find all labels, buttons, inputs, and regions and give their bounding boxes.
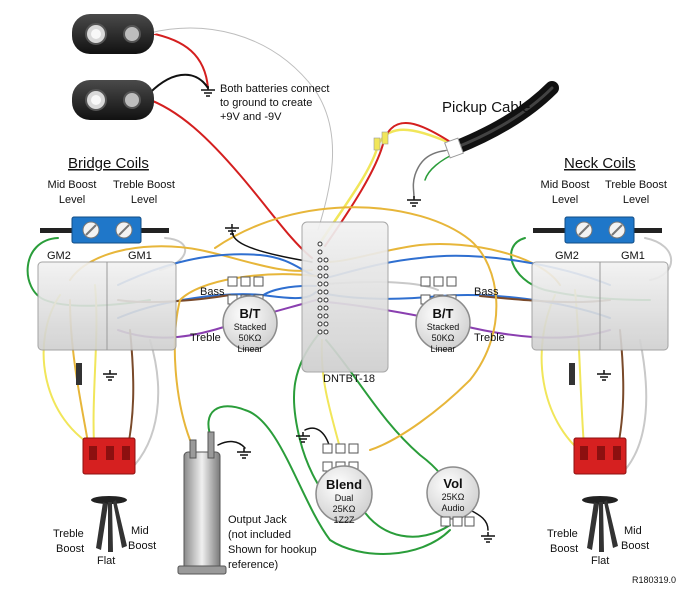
- neck-switch-flat: Flat: [591, 555, 609, 567]
- battery-note-line-1: Both batteries connect: [220, 83, 329, 95]
- blend-pot[interactable]: [315, 443, 373, 523]
- bridge-switch-lever-icon: [91, 496, 127, 552]
- neck-trimmer-block[interactable]: [533, 216, 662, 244]
- bridge-coils-title: Bridge Coils: [68, 155, 149, 172]
- neck-mid-boost-label: Mid Boost: [541, 179, 590, 191]
- neck-switch-mid-boost: Boost: [621, 540, 649, 552]
- battery-note-line-3: +9V and -9V: [220, 111, 282, 123]
- bridge-switch-mid-boost: Boost: [128, 540, 156, 552]
- bridge-trimmer-block[interactable]: [40, 216, 169, 244]
- bridge-coil-housing: [37, 261, 177, 351]
- blend-line-3: 1Z2Z: [333, 515, 355, 525]
- bt-right-bass-label: Bass: [474, 286, 499, 298]
- neck-switch-lever-icon: [582, 496, 618, 552]
- ground-icon: [201, 86, 215, 97]
- bt-right-line-2: 50KΩ: [432, 333, 455, 343]
- bridge-switch-treble: Treble: [53, 528, 84, 540]
- ground-icon: [407, 196, 421, 207]
- bt-pot-right[interactable]: [415, 276, 471, 351]
- bt-left-treble-label: Treble: [190, 332, 221, 344]
- output-jack: [177, 431, 227, 575]
- bt-right-line-3: Linear: [430, 344, 455, 354]
- ground-icon: [225, 224, 239, 235]
- ground-icon: [237, 448, 251, 459]
- bt-right-treble-label: Treble: [474, 332, 505, 344]
- vol-line-1: 25KΩ: [442, 492, 465, 502]
- bt-left-line-1: Stacked: [234, 322, 267, 332]
- output-jack-note-1: (not included: [228, 529, 291, 541]
- battery-bottom: [72, 80, 154, 120]
- bt-left-title: B/T: [240, 306, 261, 321]
- blend-line-2: 25KΩ: [333, 504, 356, 514]
- bridge-mid-boost-label: Mid Boost: [48, 179, 97, 191]
- neck-coil-housing: [531, 261, 669, 351]
- bridge-connector: [76, 363, 82, 385]
- ground-icon: [481, 532, 495, 543]
- blend-title: Blend: [326, 477, 362, 492]
- preamp-board: [301, 221, 389, 373]
- battery-note-line-2: to ground to create: [220, 97, 312, 109]
- ground-icon: [296, 432, 310, 443]
- bridge-mid-boost-level: Level: [59, 194, 85, 206]
- preamp-label: DNTBT-18: [323, 373, 375, 385]
- neck-mid-boost-level: Level: [552, 194, 578, 206]
- bt-right-title: B/T: [433, 306, 454, 321]
- neck-treble-boost-level: Level: [623, 194, 649, 206]
- bridge-switch[interactable]: [82, 437, 136, 475]
- ground-icon: [597, 370, 611, 381]
- vol-line-2: Audio: [441, 503, 464, 513]
- neck-switch[interactable]: [573, 437, 627, 475]
- bridge-switch-treble-boost: Boost: [56, 543, 84, 555]
- cable-ends: [373, 131, 389, 151]
- pickup-cable-label: Pickup Cable: [442, 99, 530, 116]
- bridge-treble-boost-level: Level: [131, 194, 157, 206]
- volume-pot[interactable]: [426, 466, 480, 527]
- pickup-cable: [444, 81, 559, 159]
- bridge-gm2-label: GM2: [47, 250, 71, 262]
- bt-left-bass-label: Bass: [200, 286, 225, 298]
- output-jack-note-3: reference): [228, 559, 278, 571]
- neck-switch-treble: Treble: [547, 528, 578, 540]
- neck-coils-title: Neck Coils: [564, 155, 636, 172]
- output-jack-note-2: Shown for hookup: [228, 544, 317, 556]
- bt-left-line-3: Linear: [237, 344, 262, 354]
- neck-connector: [569, 363, 575, 385]
- revision-label: R180319.0: [632, 575, 676, 585]
- bridge-switch-mid: Mid: [131, 525, 149, 537]
- blend-line-1: Dual: [335, 493, 354, 503]
- bt-left-line-2: 50KΩ: [239, 333, 262, 343]
- battery-top: [72, 14, 154, 54]
- neck-gm1-label: GM1: [621, 250, 645, 262]
- neck-gm2-label: GM2: [555, 250, 579, 262]
- bridge-switch-flat: Flat: [97, 555, 115, 567]
- bt-right-line-1: Stacked: [427, 322, 460, 332]
- ground-icon: [103, 370, 117, 381]
- output-jack-label: Output Jack: [228, 514, 287, 526]
- neck-switch-treble-boost: Boost: [550, 543, 578, 555]
- neck-switch-mid: Mid: [624, 525, 642, 537]
- vol-title: Vol: [443, 476, 462, 491]
- bridge-treble-boost-label: Treble Boost: [113, 179, 175, 191]
- neck-treble-boost-label: Treble Boost: [605, 179, 667, 191]
- bt-pot-left[interactable]: [222, 276, 278, 351]
- bridge-gm1-label: GM1: [128, 250, 152, 262]
